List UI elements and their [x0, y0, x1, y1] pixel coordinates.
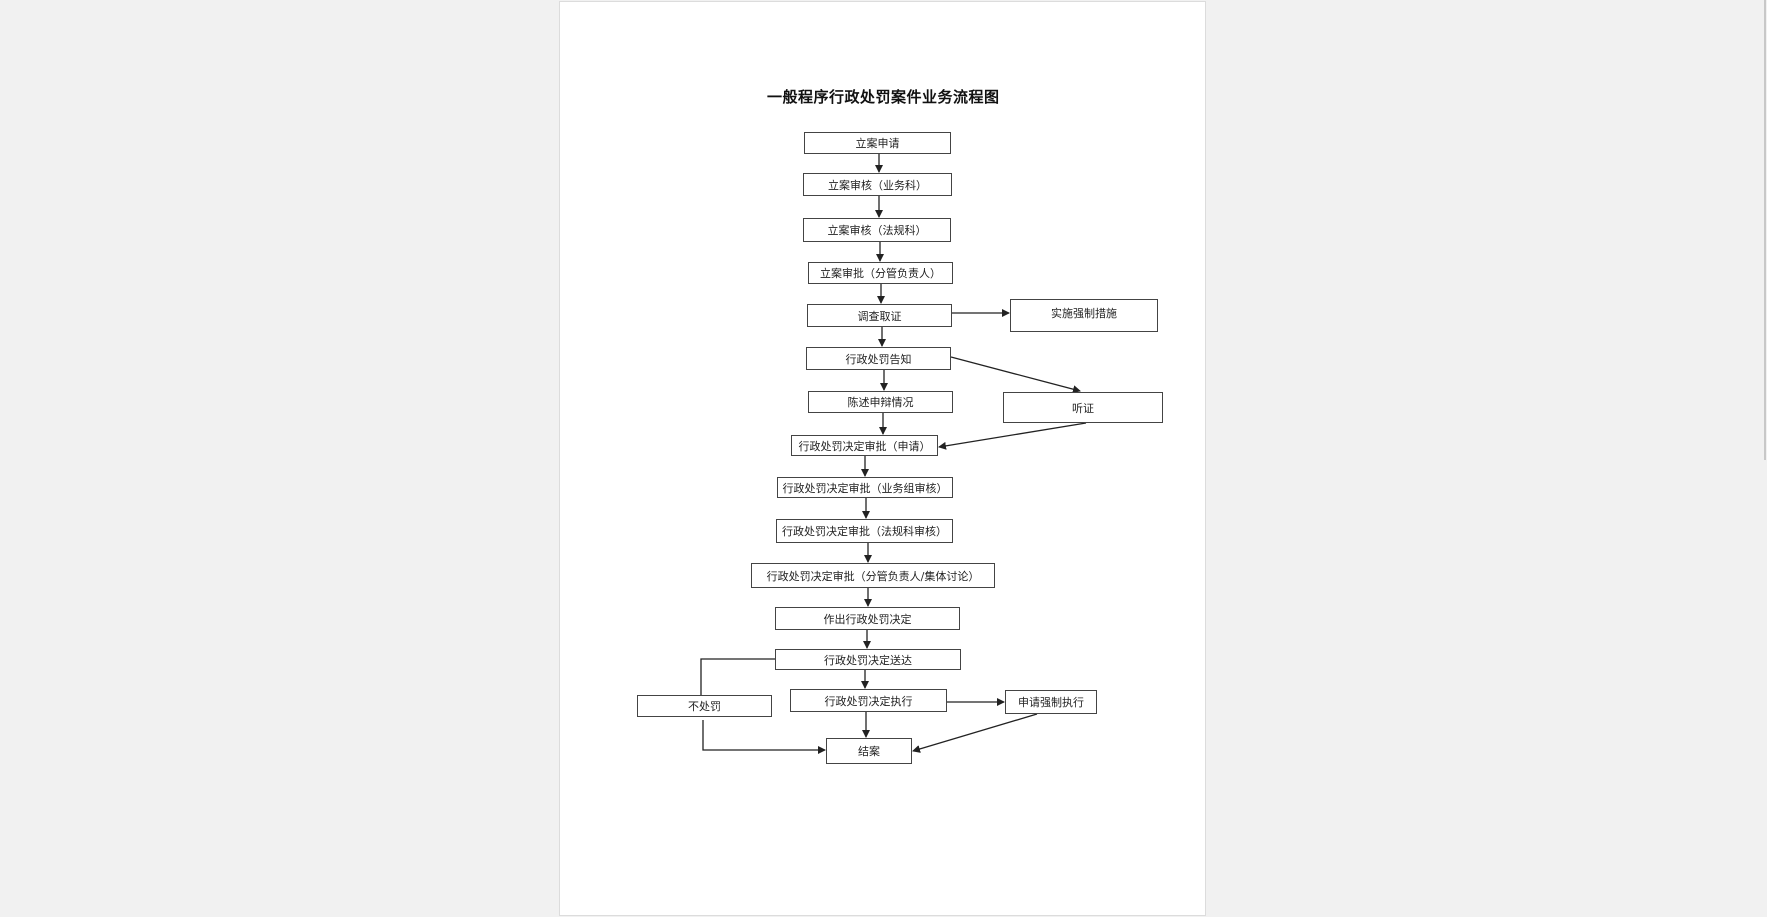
node-no-penalty[interactable]: 不处罚: [637, 695, 772, 717]
node-decision-approval-leader[interactable]: 行政处罚决定审批（分管负责人/集体讨论）: [751, 563, 995, 588]
scrollbar[interactable]: [1764, 0, 1766, 460]
node-investigation[interactable]: 调查取证: [807, 304, 952, 327]
arrow-n14c-n15: [702, 720, 826, 754]
node-coercive-measures[interactable]: 实施强制措施: [1010, 299, 1158, 332]
node-filing-approval[interactable]: 立案审批（分管负责人）: [808, 262, 953, 284]
line-n13-n14c: [700, 658, 775, 695]
arrow-n14b-n15: [912, 713, 1038, 753]
node-decision-approval-application[interactable]: 行政处罚决定审批（申请）: [791, 435, 938, 456]
flowchart-title: 一般程序行政处罚案件业务流程图: [767, 88, 1000, 106]
arrow-n6-n7b: [950, 356, 1081, 394]
node-filing-review-legal[interactable]: 立案审核（法规科）: [803, 218, 951, 242]
node-apply-enforcement[interactable]: 申请强制执行: [1005, 690, 1097, 714]
node-penalty-notice[interactable]: 行政处罚告知: [806, 347, 951, 370]
node-statement-defense[interactable]: 陈述申辩情况: [808, 391, 953, 413]
node-decision-approval-legal[interactable]: 行政处罚决定审批（法规科审核）: [776, 519, 953, 543]
node-decision-delivery[interactable]: 行政处罚决定送达: [775, 649, 961, 670]
node-decision-approval-business-group[interactable]: 行政处罚决定审批（业务组审核）: [777, 477, 953, 498]
arrow-n7b-n8: [938, 422, 1087, 450]
node-filing-review-business[interactable]: 立案审核（业务科）: [803, 173, 952, 196]
node-decision-execution[interactable]: 行政处罚决定执行: [790, 689, 947, 712]
node-make-decision[interactable]: 作出行政处罚决定: [775, 607, 960, 630]
node-case-closed[interactable]: 结案: [826, 738, 912, 764]
node-case-filing-application[interactable]: 立案申请: [804, 132, 951, 154]
node-hearing[interactable]: 听证: [1003, 392, 1163, 423]
